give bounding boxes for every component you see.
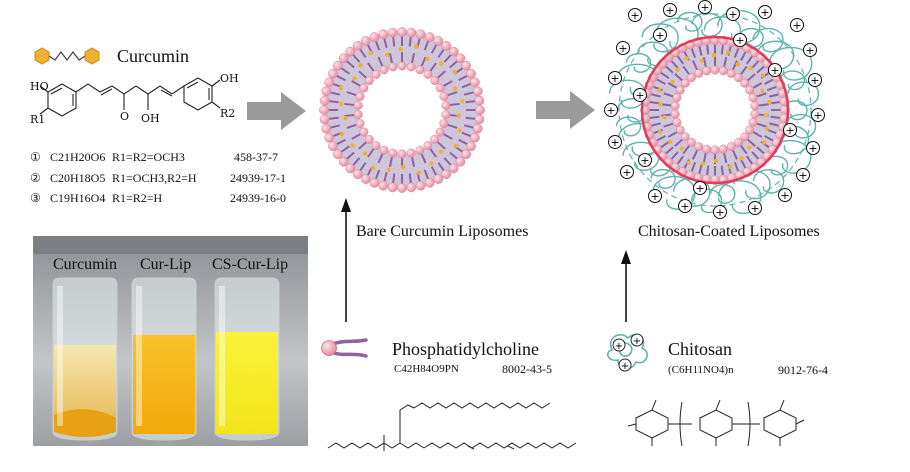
- vial-cur-lip: [131, 277, 197, 441]
- svg-text:+: +: [665, 4, 674, 17]
- phosphatidylcholine-cas: 8002-43-5: [502, 362, 552, 376]
- variant-1-subst: R1=R2=OCH3: [112, 150, 185, 164]
- svg-text:+: +: [715, 206, 724, 219]
- coated-liposome: [640, 35, 790, 185]
- svg-text:+: +: [680, 200, 689, 213]
- coated-liposome-label: Chitosan-Coated Liposomes: [638, 223, 820, 240]
- svg-text:+: +: [750, 202, 759, 215]
- variant-2-subst: R1=OCH3,R2=H: [112, 171, 197, 185]
- variant-3-num: ③: [30, 191, 41, 205]
- svg-text:+: +: [610, 136, 619, 149]
- curcumin-title: Curcumin: [117, 46, 189, 66]
- phosphatidylcholine-structure: [327, 402, 577, 451]
- phosphatidylcholine-formula: C42H84O9PN: [394, 363, 459, 375]
- svg-text:+: +: [615, 341, 623, 352]
- phospholipid-icon: [321, 338, 368, 358]
- photo-label-cs-cur-lip: CS-Cur-Lip: [212, 256, 289, 273]
- vial-cs-cur-lip: [214, 277, 280, 441]
- structure-label-ho: HO: [30, 80, 49, 93]
- svg-text:+: +: [813, 109, 822, 122]
- svg-text:+: +: [695, 182, 704, 195]
- variant-2-formula: C20H18O5: [50, 171, 106, 185]
- svg-text:+: +: [780, 189, 789, 202]
- curcumin-icon: [34, 47, 100, 65]
- bare-liposome: [319, 27, 485, 193]
- variant-1-cas: 458-37-7: [234, 150, 278, 164]
- bare-liposome-label: Bare Curcumin Liposomes: [356, 223, 529, 240]
- photo-label-curcumin: Curcumin: [53, 256, 117, 273]
- svg-text:+: +: [618, 42, 627, 55]
- svg-text:+: +: [606, 104, 615, 117]
- variant-1-num: ①: [30, 150, 41, 164]
- structure-label-r1: R1: [30, 113, 46, 126]
- svg-text:+: +: [610, 72, 619, 85]
- variant-1-formula: C21H20O6: [50, 150, 106, 164]
- svg-text:+: +: [640, 154, 649, 167]
- vial-photo: [33, 236, 308, 446]
- arrow-right-2: [536, 91, 595, 129]
- structure-label-o: O: [120, 110, 130, 123]
- svg-text:+: +: [635, 89, 644, 102]
- svg-text:+: +: [760, 6, 769, 19]
- chitosan-cas: 9012-76-4: [778, 363, 828, 377]
- variant-3-cas: 24939-16-0: [230, 191, 286, 205]
- svg-text:+: +: [728, 8, 737, 21]
- svg-text:+: +: [770, 64, 779, 77]
- svg-text:+: +: [655, 29, 664, 42]
- svg-text:+: +: [792, 19, 801, 32]
- svg-text:+: +: [621, 361, 629, 372]
- variant-3-subst: R1=R2=H: [112, 191, 163, 205]
- svg-text:+: +: [785, 124, 794, 137]
- svg-text:+: +: [630, 9, 639, 22]
- svg-text:+: +: [622, 166, 631, 179]
- svg-text:+: +: [805, 44, 814, 57]
- phosphatidylcholine-name: Phosphatidylcholine: [392, 339, 539, 359]
- chitosan-formula: (C6H11NO4)n: [668, 364, 734, 376]
- variant-2-cas: 24939-17-1: [230, 171, 286, 185]
- svg-text:+: +: [633, 336, 641, 347]
- svg-text:+: +: [735, 34, 744, 47]
- curcumin-structure: [39, 77, 221, 117]
- svg-text:+: +: [650, 190, 659, 203]
- structure-label-oh-mid: OH: [141, 112, 160, 125]
- arrow-up-2: [621, 250, 631, 322]
- structure-label-r2: R2: [220, 107, 236, 120]
- svg-text:+: +: [798, 169, 807, 182]
- chitosan-name: Chitosan: [668, 339, 733, 359]
- photo-label-cur-lip: Cur-Lip: [140, 256, 192, 273]
- svg-text:+: +: [808, 142, 817, 155]
- svg-text:+: +: [700, 1, 709, 14]
- chitosan-icon: + + +: [606, 333, 648, 372]
- variant-2-num: ②: [30, 171, 41, 185]
- arrow-up-1: [341, 198, 351, 322]
- variant-3-formula: C19H16O4: [50, 191, 106, 205]
- arrow-right-1: [247, 92, 306, 130]
- positive-charges: ++++++++++++++++++++++++++++: [604, 0, 825, 219]
- structure-label-oh: OH: [220, 72, 239, 85]
- svg-text:+: +: [810, 74, 819, 87]
- vial-curcumin: [52, 277, 118, 441]
- chitosan-structure: [627, 399, 805, 447]
